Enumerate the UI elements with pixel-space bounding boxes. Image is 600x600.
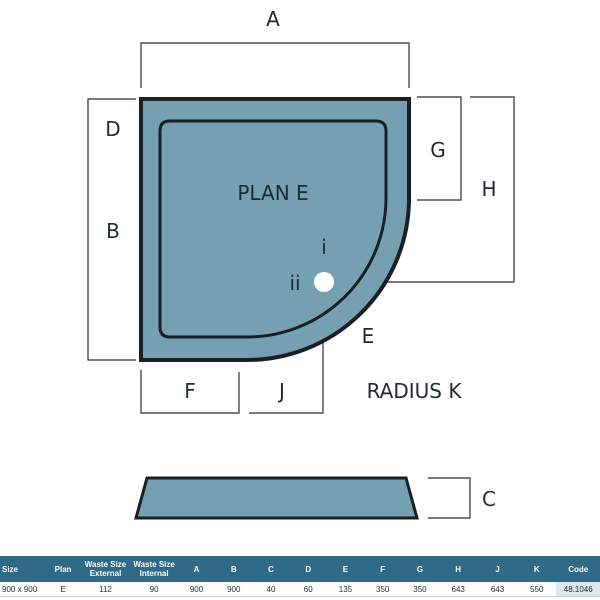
shower-tray-diagram: A D B PLAN E G H i ii E F J RADIUS K C	[87, 7, 515, 520]
header-code: Code	[556, 556, 600, 582]
label-e: E	[362, 324, 375, 348]
cell-h: 643	[438, 582, 478, 597]
cell-f: 350	[364, 582, 402, 597]
radius-label: RADIUS K	[367, 379, 463, 403]
header-b: B	[215, 556, 253, 582]
cell-waste-internal: 90	[130, 582, 178, 597]
header-h: H	[438, 556, 478, 582]
cell-plan: E	[45, 582, 81, 597]
cell-a: 900	[177, 582, 216, 597]
cell-c: 40	[252, 582, 290, 597]
label-i: i	[321, 235, 327, 259]
header-f: F	[364, 556, 402, 582]
cell-j: 643	[477, 582, 518, 597]
header-a: A	[177, 556, 216, 582]
dim-line-f	[140, 370, 240, 414]
label-a: A	[266, 7, 280, 31]
header-e: E	[326, 556, 365, 582]
cell-g: 350	[401, 582, 439, 597]
label-b: B	[106, 219, 120, 243]
header-d: D	[289, 556, 327, 582]
cell-d: 60	[289, 582, 327, 597]
header-j: J	[477, 556, 518, 582]
header-c: C	[252, 556, 290, 582]
cell-size: 900 x 900	[0, 582, 46, 597]
label-d: D	[105, 117, 120, 141]
dimension-lines	[87, 42, 515, 519]
tray-side-profile	[134, 476, 419, 520]
specification-table: Size Plan Waste Size External Waste Size…	[0, 556, 600, 597]
header-g: G	[401, 556, 439, 582]
tray-plan-inner-rim	[158, 119, 388, 339]
label-j: J	[277, 379, 285, 403]
cell-e: 135	[326, 582, 365, 597]
plan-title: PLAN E	[237, 181, 308, 205]
table-row: 900 x 900 E 112 90 900 900 40 60 135 350…	[0, 582, 600, 597]
label-ii: ii	[289, 271, 300, 295]
cell-k: 550	[517, 582, 557, 597]
cell-code: 48.1046	[556, 582, 600, 597]
header-waste-internal: Waste Size Internal	[130, 556, 178, 582]
cell-waste-external: 112	[80, 582, 131, 597]
label-g: G	[430, 138, 446, 162]
dim-line-b	[87, 98, 136, 361]
waste-outlet	[314, 272, 334, 292]
label-h: H	[481, 177, 496, 201]
dim-line-c	[428, 477, 471, 519]
header-plan: Plan	[45, 556, 81, 582]
label-c: C	[482, 487, 496, 511]
dim-line-a	[140, 42, 410, 88]
header-k: K	[517, 556, 557, 582]
label-f: F	[184, 379, 196, 403]
header-waste-external: Waste Size External	[80, 556, 131, 582]
dim-line-h	[340, 96, 515, 283]
table-header-row: Size Plan Waste Size External Waste Size…	[0, 556, 600, 582]
header-size: Size	[0, 556, 46, 582]
cell-b: 900	[215, 582, 253, 597]
dim-line-g	[417, 96, 462, 201]
tray-plan-outline	[139, 97, 411, 362]
